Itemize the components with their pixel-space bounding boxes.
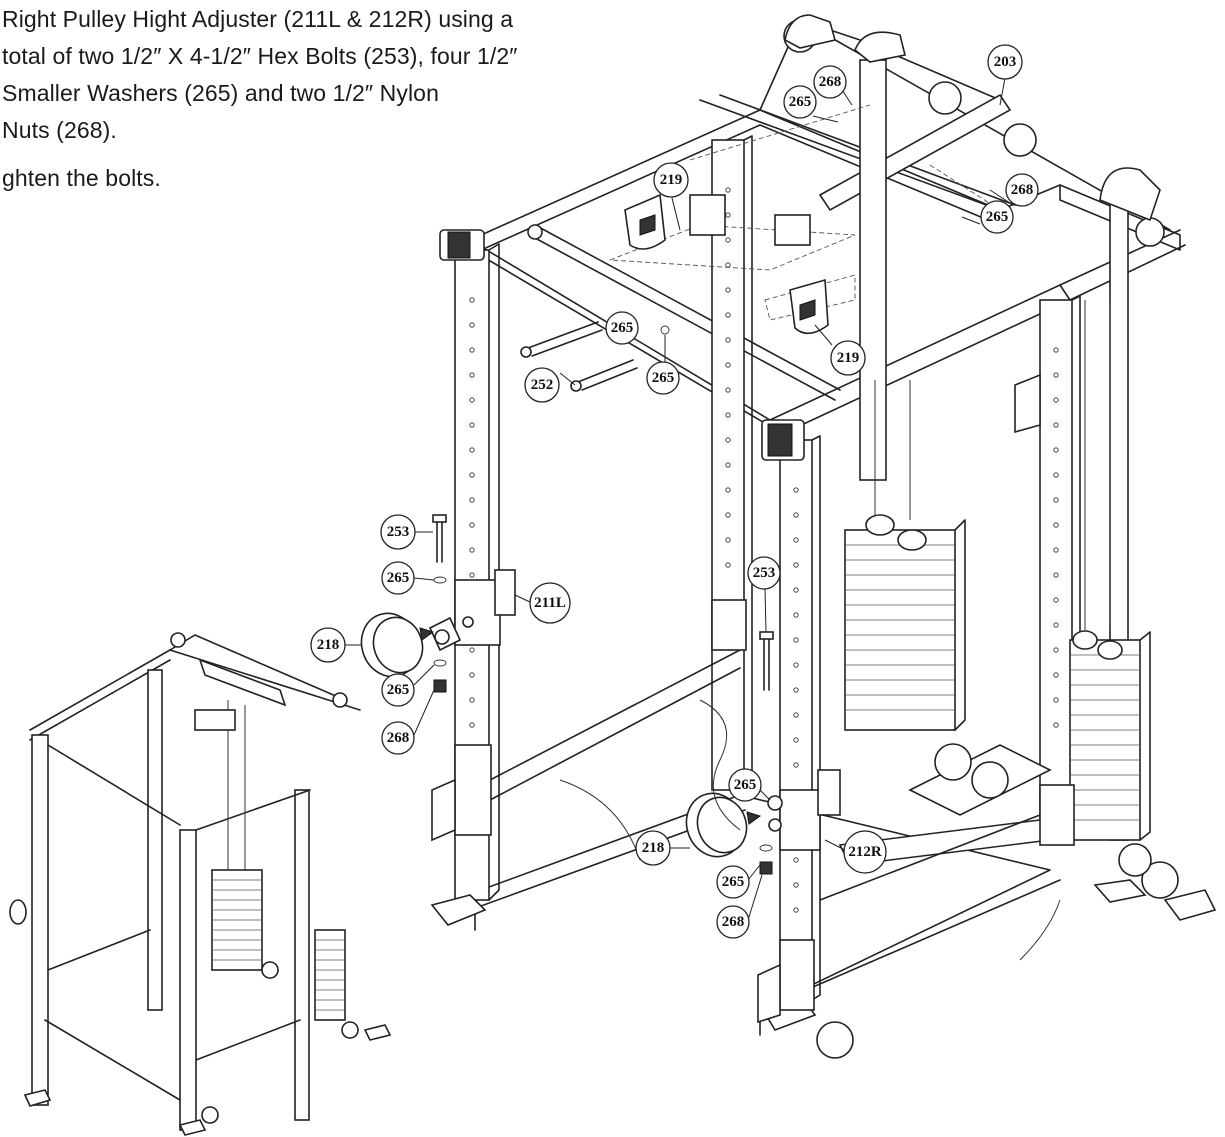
- instruction-line-1: Right Pulley Hight Adjuster (211L & 212R…: [2, 6, 514, 32]
- svg-text:265: 265: [387, 570, 410, 586]
- overview-rack: [9, 632, 392, 1136]
- j-hook-219-right: [789, 278, 829, 335]
- callout-268-right: 268: [1005, 173, 1039, 207]
- svg-text:265: 265: [652, 370, 675, 386]
- callout-218-right: 218: [635, 830, 671, 866]
- callout-265-left-2: 265: [381, 673, 415, 707]
- weight-stack-left: [844, 514, 966, 731]
- instruction-line-3: Smaller Washers (265) and two 1/2″ Nylon: [2, 80, 439, 106]
- callout-268-right-bottom: 268: [716, 905, 750, 939]
- svg-text:253: 253: [753, 565, 776, 581]
- svg-text:268: 268: [722, 914, 745, 930]
- pulley-height-adjuster-212r: [746, 769, 841, 851]
- callout-265-left-1: 265: [381, 561, 415, 595]
- pulley-height-adjuster-211l: [419, 569, 516, 652]
- callout-265-right-2: 265: [716, 865, 750, 899]
- svg-text:252: 252: [531, 377, 554, 393]
- svg-text:265: 265: [734, 777, 757, 793]
- svg-text:218: 218: [317, 637, 340, 653]
- svg-text:268: 268: [387, 730, 410, 746]
- svg-text:265: 265: [611, 320, 634, 336]
- callout-252: 252: [524, 367, 560, 403]
- callout-219-top: 219: [653, 162, 689, 198]
- svg-text:265: 265: [387, 682, 410, 698]
- svg-text:203: 203: [994, 54, 1017, 70]
- svg-text:211L: 211L: [534, 595, 566, 611]
- instruction-line-4: Nuts (268).: [2, 117, 117, 143]
- callout-265-mid-1: 265: [605, 311, 639, 345]
- weight-stack-right: [1069, 630, 1151, 841]
- svg-text:219: 219: [837, 350, 860, 366]
- svg-text:265: 265: [986, 209, 1009, 225]
- leader-lines: [344, 77, 1011, 921]
- svg-text:212R: 212R: [848, 844, 882, 860]
- callout-203: 203: [987, 44, 1023, 80]
- main-rack: [360, 14, 1217, 1059]
- callout-265-top: 265: [783, 85, 817, 119]
- j-hook-219-top: [624, 193, 666, 250]
- svg-text:218: 218: [642, 840, 665, 856]
- callout-265-mid-2: 265: [646, 361, 680, 395]
- instruction-line-5: ghten the bolts.: [2, 165, 161, 191]
- svg-text:268: 268: [819, 74, 842, 90]
- svg-text:265: 265: [789, 94, 812, 110]
- callout-253-left: 253: [380, 514, 416, 550]
- svg-text:265: 265: [722, 874, 745, 890]
- callout-211l: 211L: [529, 582, 571, 624]
- callout-265-right: 265: [980, 200, 1014, 234]
- callout-253-right: 253: [747, 556, 781, 590]
- svg-text:253: 253: [387, 524, 410, 540]
- callout-218-left: 218: [310, 627, 346, 663]
- callout-212r: 212R: [843, 830, 887, 874]
- callout-265-right-1: 265: [728, 768, 762, 802]
- svg-text:268: 268: [1011, 182, 1034, 198]
- svg-text:219: 219: [660, 172, 683, 188]
- instruction-line-2: total of two 1/2″ X 4-1/2″ Hex Bolts (25…: [2, 43, 518, 69]
- callout-268-left: 268: [381, 721, 415, 755]
- callout-268-top: 268: [813, 65, 847, 99]
- callout-219-right: 219: [830, 340, 866, 376]
